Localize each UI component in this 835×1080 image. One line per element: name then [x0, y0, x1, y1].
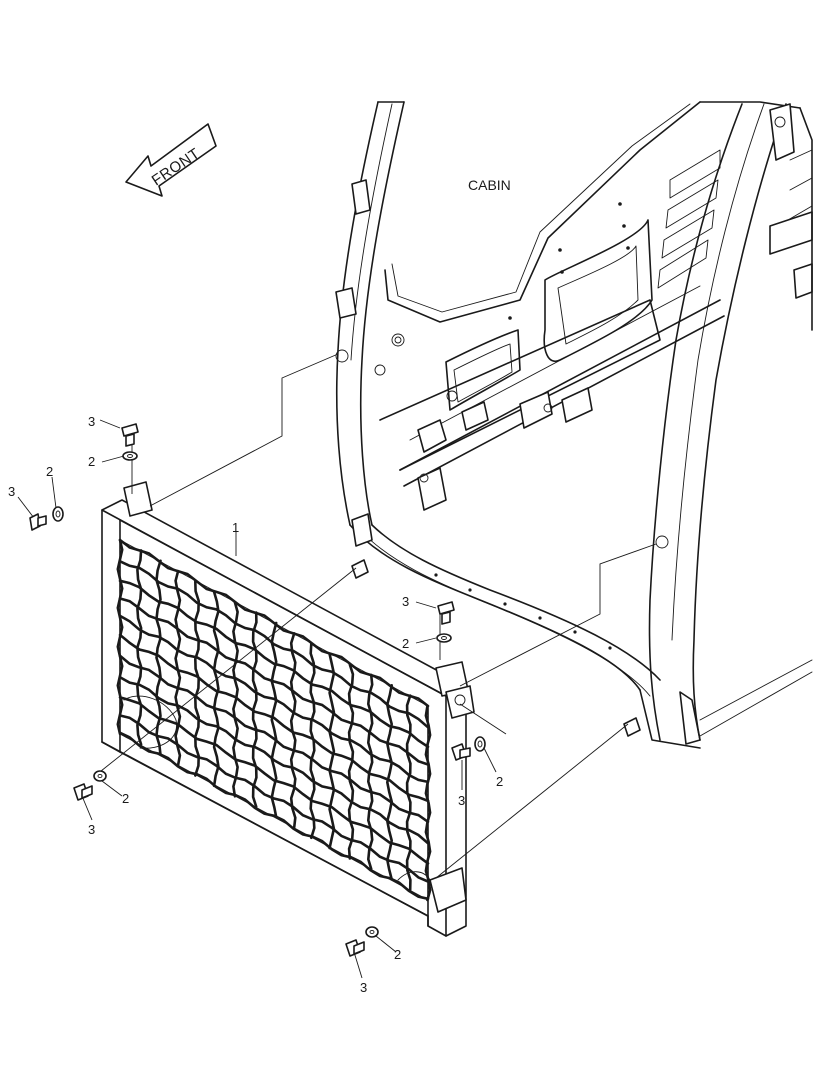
- callout-bolt-bottom-right: 3: [360, 980, 367, 995]
- net-frame: [101, 481, 475, 937]
- washer-right-side: [474, 736, 486, 752]
- callout-bolt-top-left: 3: [88, 414, 95, 429]
- bolt-right-side: [451, 743, 471, 761]
- callout-washer-bottom-left: 2: [122, 791, 129, 806]
- bolt-bottom-left: [73, 783, 93, 801]
- callout-bolt-bottom-left: 3: [88, 822, 95, 837]
- bolt-bottom-right: [345, 939, 365, 957]
- washer-top-right: [436, 633, 452, 643]
- bolt-top-left: [121, 423, 139, 447]
- cargo-net: [116, 538, 432, 902]
- washer-top-left: [122, 451, 138, 461]
- cabin-label: CABIN: [468, 177, 511, 193]
- callout-bolt-left-side: 3: [8, 484, 15, 499]
- cabin-structure: [335, 101, 813, 749]
- callout-bolt-right-side: 3: [458, 793, 465, 808]
- callout-bolt-top-right: 3: [402, 594, 409, 609]
- washer-left-side: [52, 506, 64, 522]
- callout-labels: 1 3 2 3 2 3 2 3 2 2 3 2 3: [8, 414, 503, 995]
- front-label: FRONT: [149, 145, 203, 189]
- leader-lines: [17, 353, 657, 979]
- callout-washer-right-side: 2: [496, 774, 503, 789]
- callout-washer-top-right: 2: [402, 636, 409, 651]
- callout-washer-bottom-right: 2: [394, 947, 401, 962]
- callout-net-frame: 1: [232, 520, 239, 535]
- bolt-left-side: [29, 513, 47, 531]
- callout-washer-top-left: 2: [88, 454, 95, 469]
- bolt-top-right: [437, 601, 455, 625]
- callout-washer-left-side: 2: [46, 464, 53, 479]
- washer-bottom-left: [93, 770, 107, 782]
- washer-bottom-right: [365, 926, 379, 938]
- front-arrow-icon: FRONT: [125, 123, 217, 197]
